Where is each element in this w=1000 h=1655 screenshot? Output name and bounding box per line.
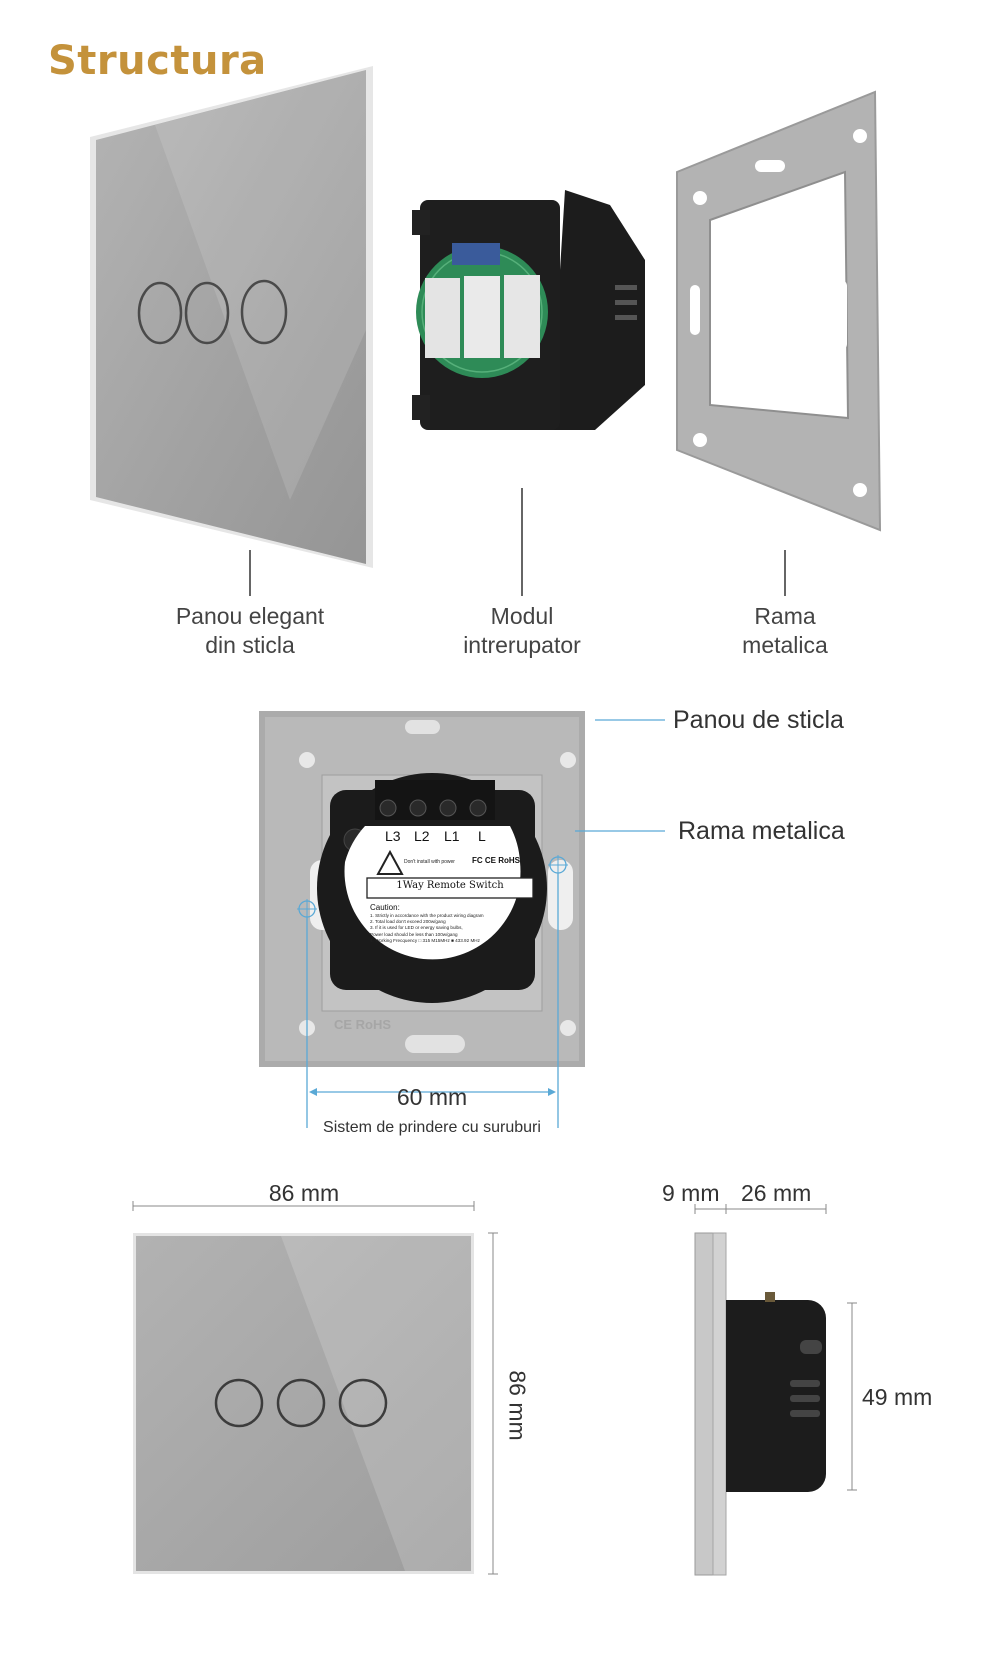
front-button-3-icon <box>338 1378 388 1428</box>
caption-line: Rama <box>754 603 816 629</box>
caption-switch-module: Modul intrerupator <box>432 602 612 660</box>
caption-glass-panel: Panou elegant din sticla <box>160 602 340 660</box>
caution-line: 2. Total load don't exceed 200w/gang <box>370 919 446 925</box>
caption-line: metalica <box>742 632 828 658</box>
glass-panel-image <box>90 66 373 568</box>
spacing-label: Sistem de prindere cu suruburi <box>323 1119 541 1136</box>
metal-frame-image <box>676 90 882 532</box>
front-view-image <box>133 1233 474 1574</box>
switch-module-image <box>412 190 645 430</box>
terminal-label: L <box>478 828 486 844</box>
front-button-1-icon <box>214 1378 264 1428</box>
caution-line: 3. If it is used for LED or energy savin… <box>370 925 463 931</box>
caption-metal-frame: Rama metalica <box>695 602 875 660</box>
callout-glass-panel: Panou de sticla <box>673 706 844 734</box>
touch-button-2-icon <box>184 281 230 345</box>
glass-depth-dimension: 9 mm <box>662 1180 720 1206</box>
side-view-image <box>694 1232 826 1576</box>
caution-list: 1. Strictly in accordance with the produ… <box>370 913 530 944</box>
cert-text: FC CE RoHS <box>472 856 520 865</box>
touch-button-3-icon <box>240 279 288 345</box>
height-dimension: 86 mm <box>504 1370 531 1441</box>
warning-text: Don't install with power <box>404 859 455 865</box>
back-view-image <box>259 711 585 1067</box>
frame-mark: CE RoHS <box>334 1017 392 1032</box>
page-title: Structura <box>48 38 267 84</box>
touch-button-1-icon <box>137 281 183 345</box>
width-dimension: 86 mm <box>268 1180 340 1206</box>
caption-line: din sticla <box>205 632 295 658</box>
spacing-value: 60 mm <box>396 1084 468 1110</box>
caption-line: Panou elegant <box>175 603 325 629</box>
caption-line: Modul <box>490 603 554 629</box>
module-height-dimension: 49 mm <box>862 1384 933 1410</box>
caution-line: Power load should be less than 100w/gang <box>370 931 458 937</box>
model-label: 1Way Remote Switch <box>396 880 504 891</box>
front-button-2-icon <box>276 1378 326 1428</box>
callout-metal-frame: Rama metalica <box>678 817 845 845</box>
caution-line: 4. Working Frecquency □ 315 M15MHz ■ 433… <box>370 937 480 943</box>
caution-title: Caution: <box>370 903 400 912</box>
module-depth-dimension: 26 mm <box>741 1180 812 1206</box>
terminal-label: L1 <box>444 828 460 844</box>
caption-line: intrerupator <box>463 632 581 658</box>
terminal-label: L2 <box>414 828 430 844</box>
terminal-label: L3 <box>385 828 401 844</box>
caution-line: 1. Strictly in accordance with the produ… <box>370 913 484 918</box>
